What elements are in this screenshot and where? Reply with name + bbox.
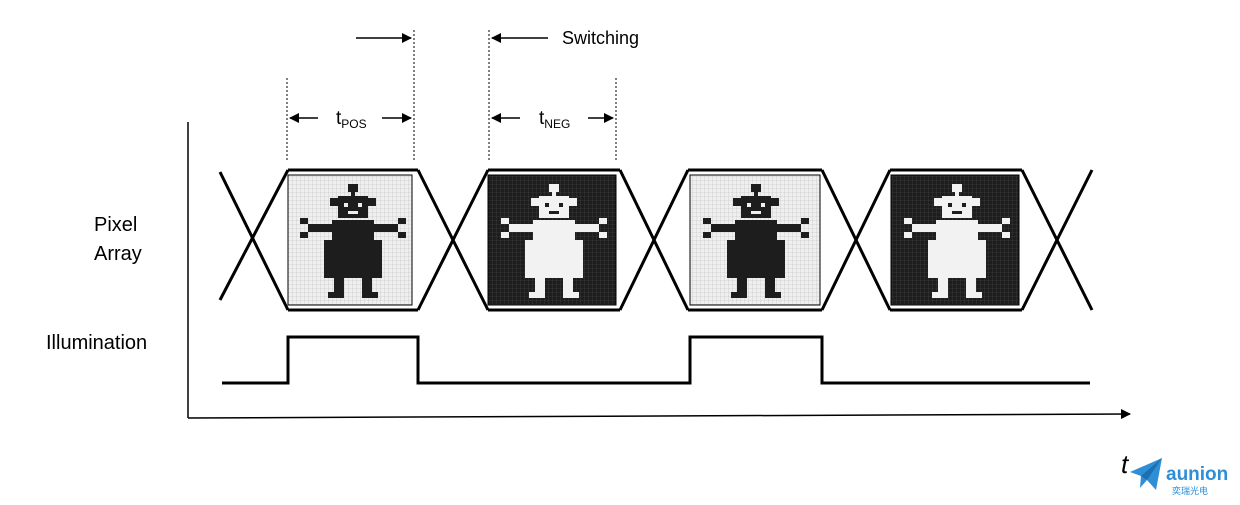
- x-axis: [187, 409, 1131, 420]
- frame-3: [689, 174, 821, 306]
- time-axis-label: t: [1121, 449, 1130, 479]
- t-pos-sub: POS: [341, 117, 366, 131]
- frame-2: [487, 174, 617, 306]
- logo-subtext: 奕瑞光电: [1172, 485, 1208, 497]
- t-neg-main: t: [539, 108, 545, 129]
- t-neg-sub: NEG: [544, 117, 570, 131]
- t-pos-label: tPOS: [336, 108, 367, 131]
- logo-text: aunion: [1166, 464, 1228, 485]
- t-pos-main: t: [336, 108, 342, 129]
- frame-1: [287, 174, 413, 306]
- aunion-logo: aunion 奕瑞光电: [1130, 458, 1228, 497]
- pixel-label: Pixel: [94, 214, 137, 236]
- frame-4: [890, 174, 1020, 306]
- pixel-array-waveform: [218, 168, 1094, 312]
- t-neg-label: tNEG: [539, 108, 570, 131]
- array-label: Array: [94, 243, 142, 265]
- timing-markers: [286, 30, 617, 160]
- switching-label: Switching: [562, 28, 639, 48]
- illumination-label: Illumination: [46, 332, 147, 354]
- illumination-waveform: [222, 335, 1090, 385]
